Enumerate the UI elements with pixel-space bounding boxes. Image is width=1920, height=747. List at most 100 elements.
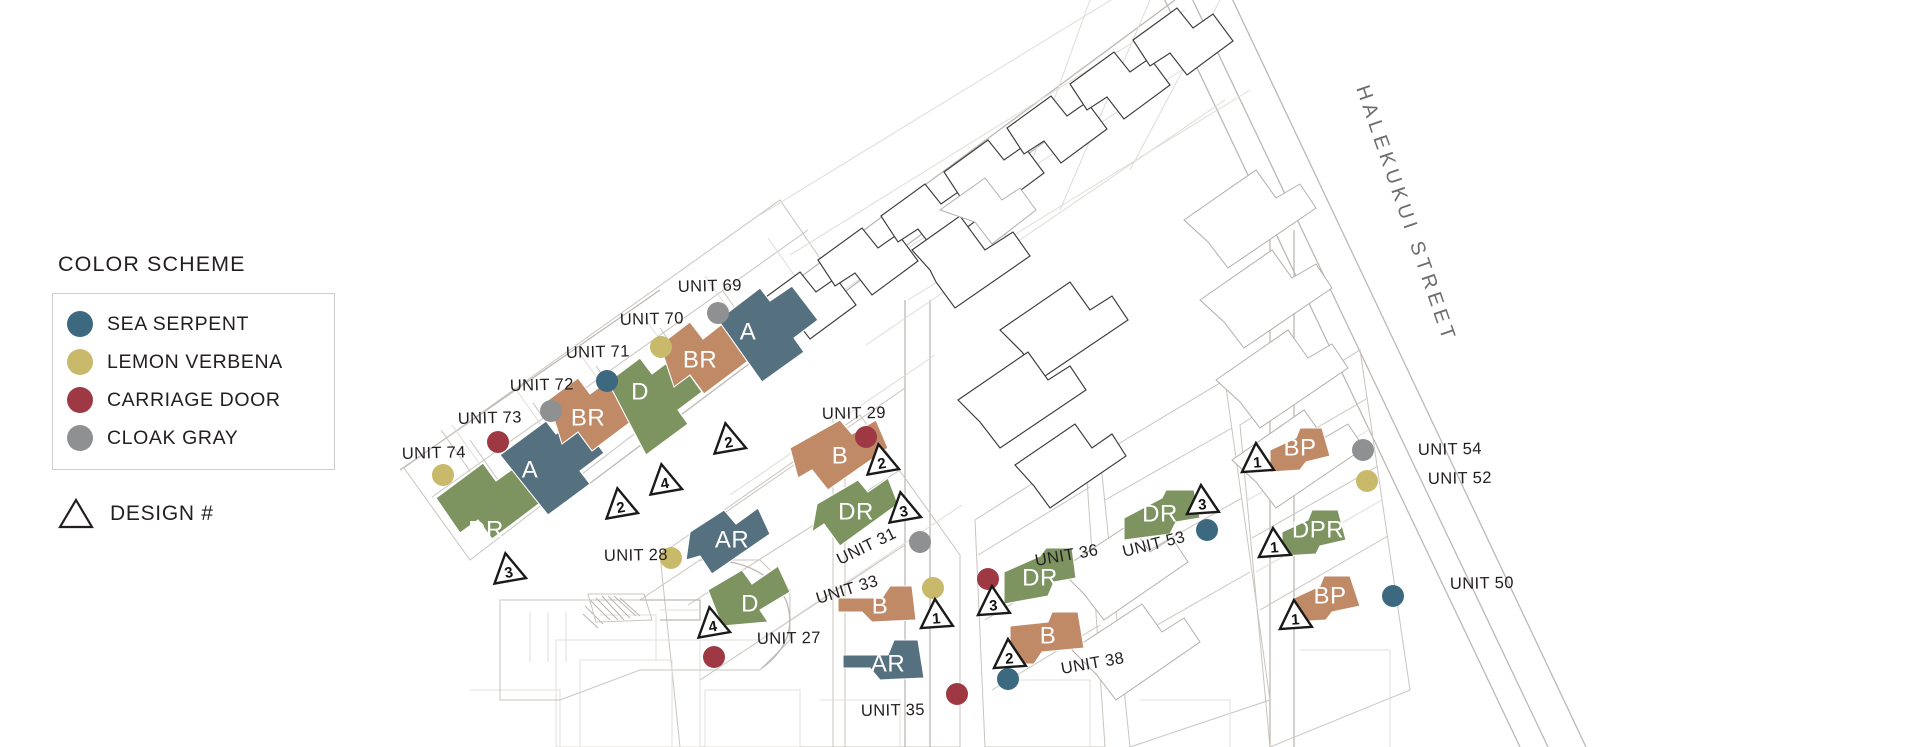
hatch-pattern: [582, 595, 641, 629]
design-number: 1: [1253, 454, 1263, 472]
dot-unit-70: [650, 336, 672, 358]
dot-unit-33: [922, 577, 944, 599]
design-marker-2c: 2: [865, 441, 902, 477]
plan-code-dr-31: DR: [838, 499, 874, 526]
design-number: 4: [659, 475, 671, 493]
plan-code-dpr-52: DPR: [1292, 517, 1344, 544]
legend-label-carriage-door: CARRIAGE DOOR: [107, 388, 281, 411]
design-number: 2: [876, 455, 887, 473]
unit-label-69: UNIT 69: [678, 276, 742, 296]
color-scheme-legend: COLOR SCHEME SEA SERPENT LEMON VERBENA C…: [52, 252, 342, 529]
legend-title: COLOR SCHEME: [58, 252, 246, 276]
plan-code-br-72: BR: [571, 405, 605, 432]
legend-item-lemon-verbena[interactable]: LEMON VERBENA: [67, 343, 322, 381]
plan-code-a-73: A: [522, 457, 539, 484]
unit-label-28: UNIT 28: [604, 546, 668, 565]
unit-38-group[interactable]: B: [1009, 611, 1085, 665]
plan-code-br-70: BR: [683, 347, 717, 374]
plan-code-bp-50: BP: [1313, 583, 1346, 610]
cul-de-sac-detail: [499, 559, 791, 701]
unit-70-group[interactable]: BR: [659, 320, 753, 395]
swatch-cloak-gray-icon: [67, 425, 93, 451]
design-marker-2a: 2: [604, 485, 641, 521]
legend-label-design-number: DESIGN #: [110, 501, 214, 525]
road-network: [399, 0, 1587, 747]
color-scheme-dots: [432, 302, 1404, 705]
dot-unit-28: [660, 547, 682, 569]
dot-unit-73: [487, 431, 509, 453]
unit-74-group[interactable]: DR: [435, 462, 541, 544]
legend-item-carriage-door[interactable]: CARRIAGE DOOR: [67, 381, 322, 419]
design-marker-3c: 3: [975, 583, 1013, 617]
dot-unit-69: [707, 302, 729, 324]
legend-item-design-number: DESIGN #: [58, 497, 342, 529]
unit-33-group[interactable]: B: [837, 585, 917, 623]
design-marker-3b: 3: [887, 489, 924, 525]
design-marker-4a: 4: [648, 461, 685, 497]
design-marker-2d: 2: [991, 636, 1029, 670]
dot-unit-38: [997, 668, 1019, 690]
design-number: 4: [707, 618, 719, 636]
legend-label-sea-serpent: SEA SERPENT: [107, 312, 250, 335]
dot-unit-35: [946, 683, 968, 705]
plan-code-bp-54: BP: [1283, 435, 1316, 462]
unit-label-50: UNIT 50: [1450, 574, 1514, 593]
swatch-carriage-door-icon: [67, 387, 93, 413]
dot-unit-72: [540, 400, 562, 422]
design-number: 2: [723, 434, 734, 452]
dot-unit-74: [432, 464, 454, 486]
design-number: 3: [503, 564, 514, 582]
unit-69-group[interactable]: A: [717, 285, 819, 383]
plan-code-b-38: B: [1040, 623, 1057, 650]
unit-52-group[interactable]: DPR: [1281, 509, 1347, 557]
dot-unit-50: [1382, 585, 1404, 607]
unit-50-group[interactable]: BP: [1293, 575, 1361, 623]
unit-36-group[interactable]: DR: [1003, 547, 1077, 605]
unit-label-71: UNIT 71: [566, 342, 630, 362]
design-number: 3: [989, 597, 999, 615]
legend-item-sea-serpent[interactable]: SEA SERPENT: [67, 305, 322, 343]
plan-code-d-71: D: [631, 379, 649, 406]
legend-label-lemon-verbena: LEMON VERBENA: [107, 350, 283, 373]
unit-73-group[interactable]: A: [499, 417, 605, 516]
unit-label-70: UNIT 70: [620, 309, 684, 329]
dot-unit-31: [909, 531, 931, 553]
dot-unit-29: [855, 426, 877, 448]
design-number: 2: [615, 499, 626, 517]
unit-label-73: UNIT 73: [458, 408, 522, 428]
design-number: 1: [932, 610, 942, 628]
unit-label-72: UNIT 72: [510, 375, 574, 395]
unit-28-group[interactable]: AR: [685, 507, 771, 575]
unit-label-54: UNIT 54: [1418, 440, 1482, 459]
design-marker-3a: 3: [492, 550, 529, 586]
unit-53-group[interactable]: DR: [1123, 489, 1201, 541]
design-number: 2: [1005, 650, 1015, 668]
existing-building-footprints: [754, 7, 1365, 701]
plan-code-ar-35: AR: [871, 651, 905, 678]
unit-label-35: UNIT 35: [861, 701, 925, 720]
design-marker-3d: 3: [1184, 482, 1222, 516]
legend-label-cloak-gray: CLOAK GRAY: [107, 426, 239, 449]
design-number: 1: [1291, 611, 1301, 629]
dot-unit-36: [977, 568, 999, 590]
unit-54-group[interactable]: BP: [1269, 427, 1331, 473]
dot-unit-27: [703, 646, 725, 668]
swatch-sea-serpent-icon: [67, 311, 93, 337]
dot-unit-54: [1352, 439, 1374, 461]
unit-label-27: UNIT 27: [757, 629, 821, 648]
plan-code-a-69: A: [740, 319, 757, 346]
design-marker-1a: 1: [918, 596, 956, 630]
dot-unit-52: [1356, 470, 1378, 492]
unit-35-group[interactable]: AR: [842, 639, 925, 681]
design-marker-4b: 4: [696, 604, 733, 640]
plan-code-ar-28: AR: [715, 527, 749, 554]
design-marker-1b: 1: [1239, 440, 1277, 474]
swatch-lemon-verbena-icon: [67, 349, 93, 375]
plan-code-b-29: B: [832, 443, 849, 470]
design-number: 1: [1270, 539, 1280, 557]
unit-27-group[interactable]: D: [707, 565, 791, 627]
dot-unit-71: [596, 370, 618, 392]
legend-item-cloak-gray[interactable]: CLOAK GRAY: [67, 419, 322, 457]
